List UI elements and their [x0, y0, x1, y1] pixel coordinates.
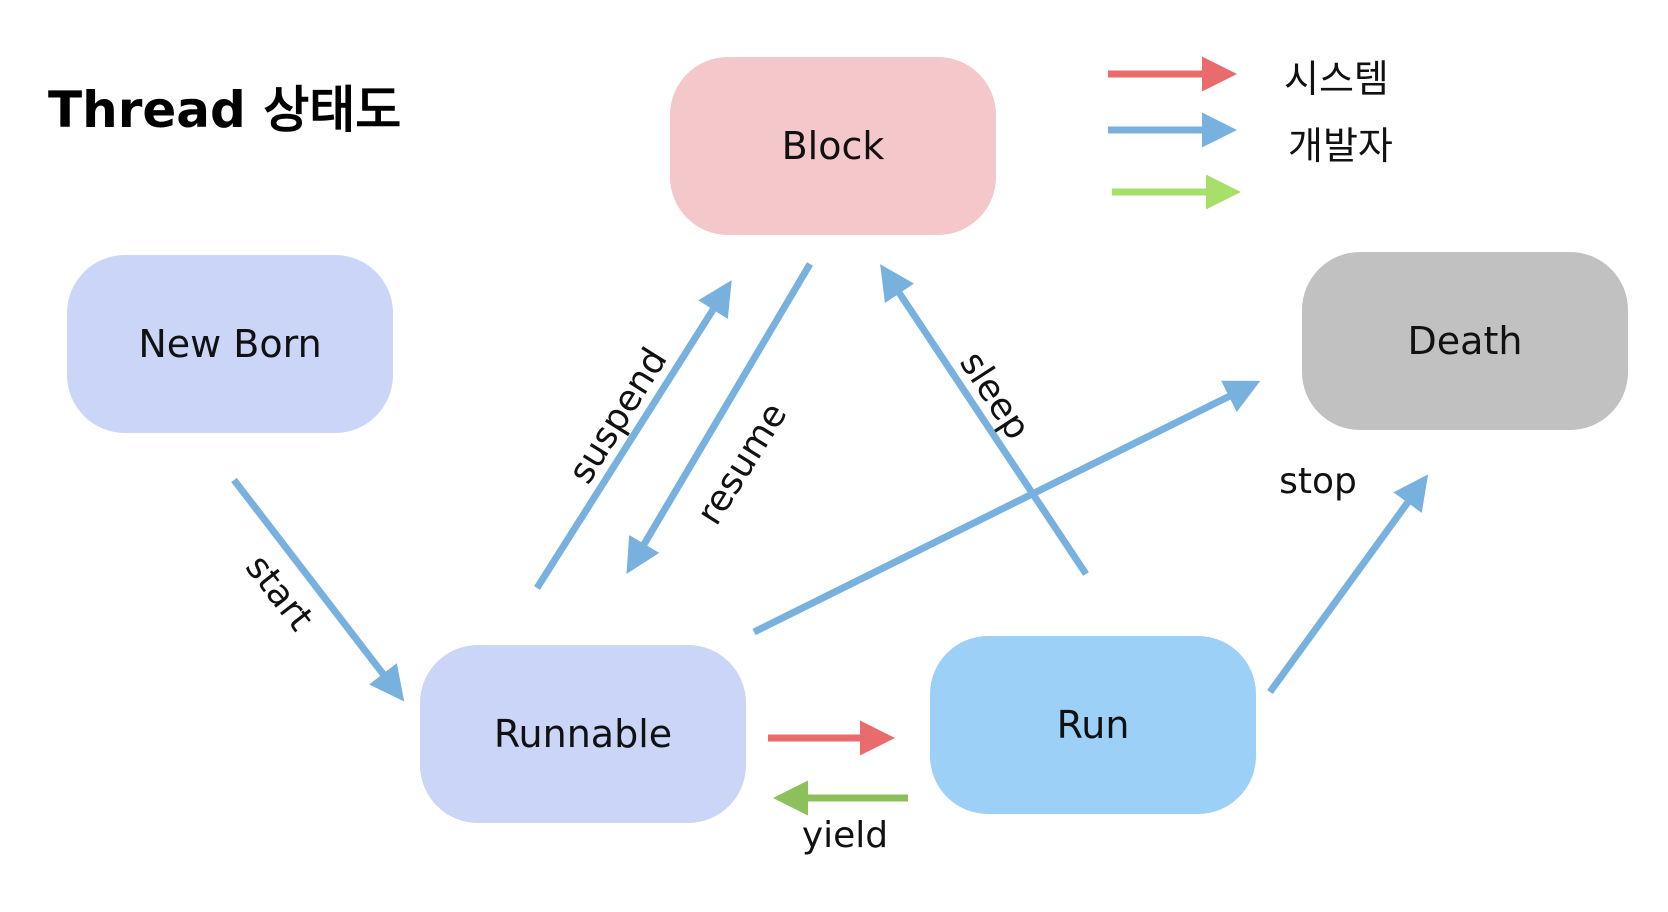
state-block: Block — [670, 57, 996, 235]
label-yield: yield — [802, 815, 888, 856]
diagram-title: Thread 상태도 — [48, 81, 402, 139]
label-stop: stop — [1279, 461, 1357, 502]
legend-label-developer: 개발자 — [1288, 124, 1393, 168]
label-suspend: suspend — [561, 341, 676, 491]
state-runnable-label: Runnable — [493, 712, 673, 756]
arrow-start — [231, 477, 405, 702]
state-death: Death — [1302, 252, 1628, 430]
state-new-born: New Born — [67, 255, 393, 433]
state-death-label: Death — [1407, 319, 1523, 363]
arrow-resume — [626, 262, 814, 575]
state-runnable: Runnable — [420, 645, 746, 823]
state-run-label: Run — [1056, 703, 1130, 747]
state-block-label: Block — [781, 124, 885, 168]
arrow-suspend — [534, 280, 732, 590]
legend-label-system: 시스템 — [1284, 57, 1389, 101]
state-new-born-label: New Born — [138, 322, 322, 366]
label-resume: resume — [689, 396, 795, 532]
state-run: Run — [930, 636, 1256, 814]
arrow-sleep — [880, 264, 1089, 576]
arrow-runnable-death — [752, 380, 1261, 636]
label-start: start — [237, 547, 321, 638]
arrow-stop — [1267, 474, 1429, 695]
